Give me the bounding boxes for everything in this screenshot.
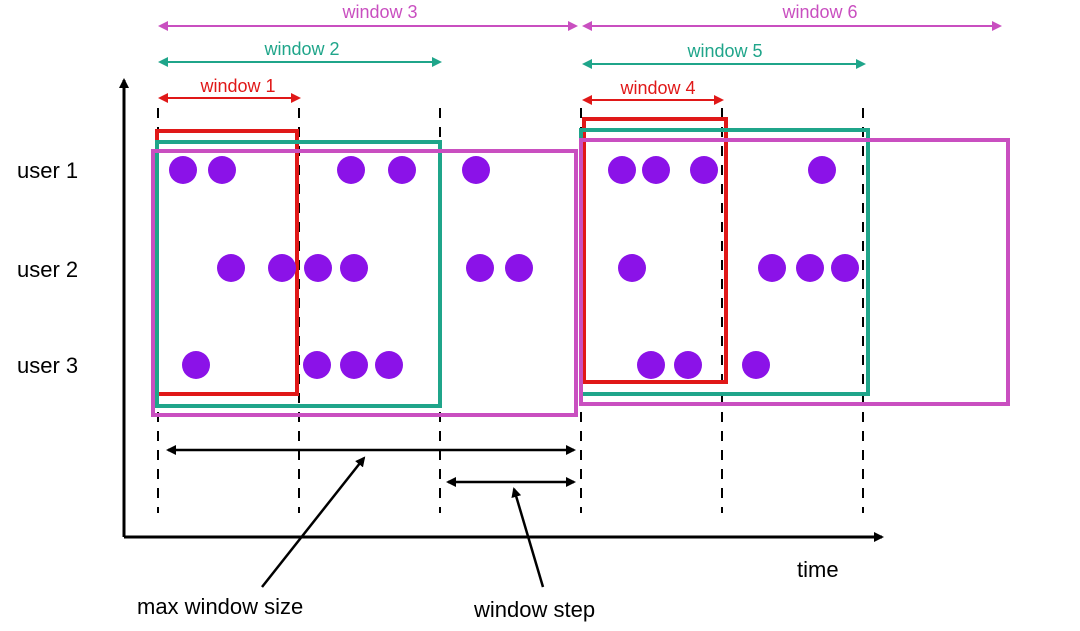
event-dot xyxy=(808,156,836,184)
event-dot xyxy=(182,351,210,379)
event-dot xyxy=(608,156,636,184)
max-window-size-label: max window size xyxy=(137,594,303,619)
event-dot xyxy=(758,254,786,282)
event-dot xyxy=(505,254,533,282)
user-labels: user 1 user 2 user 3 xyxy=(17,158,78,378)
user-2-label: user 2 xyxy=(17,257,78,282)
event-dot xyxy=(388,156,416,184)
event-dot xyxy=(217,254,245,282)
event-dot xyxy=(796,254,824,282)
event-dot xyxy=(742,351,770,379)
axes xyxy=(119,78,884,542)
window-3-box xyxy=(151,149,578,417)
window-2-box xyxy=(155,140,442,408)
window-labels: window 3 window 2 window 1 window 6 wind… xyxy=(199,2,857,98)
window-step-pointer xyxy=(511,487,545,588)
event-dot xyxy=(169,156,197,184)
window-6-label: window 6 xyxy=(781,2,857,22)
event-dot xyxy=(303,351,331,379)
window-3-label: window 3 xyxy=(341,2,417,22)
window-1-label: window 1 xyxy=(199,76,275,96)
event-dot xyxy=(340,254,368,282)
max-window-size-pointer xyxy=(261,456,366,588)
window-boundaries xyxy=(157,108,864,513)
event-dot xyxy=(462,156,490,184)
measure-arrows xyxy=(166,445,576,588)
event-dot xyxy=(674,351,702,379)
event-dot xyxy=(637,351,665,379)
event-dot xyxy=(268,254,296,282)
event-dot xyxy=(642,156,670,184)
window-6-box xyxy=(579,138,1010,406)
time-axis-label: time xyxy=(797,557,839,582)
event-dot xyxy=(690,156,718,184)
event-dots xyxy=(169,156,859,379)
window-span-arrows xyxy=(158,21,1002,105)
event-dot xyxy=(618,254,646,282)
user-3-label: user 3 xyxy=(17,353,78,378)
user-1-label: user 1 xyxy=(17,158,78,183)
event-dot xyxy=(304,254,332,282)
window-4-box xyxy=(582,117,728,384)
window-boxes xyxy=(151,117,1010,417)
event-dot xyxy=(340,351,368,379)
window-2-label: window 2 xyxy=(263,39,339,59)
event-dot xyxy=(466,254,494,282)
event-dot xyxy=(208,156,236,184)
event-dot xyxy=(375,351,403,379)
event-dot xyxy=(337,156,365,184)
annotations: max window size window step time xyxy=(137,557,839,622)
window-4-label: window 4 xyxy=(619,78,695,98)
event-dot xyxy=(831,254,859,282)
window-5-label: window 5 xyxy=(686,41,762,61)
window-step-label: window step xyxy=(473,597,595,622)
